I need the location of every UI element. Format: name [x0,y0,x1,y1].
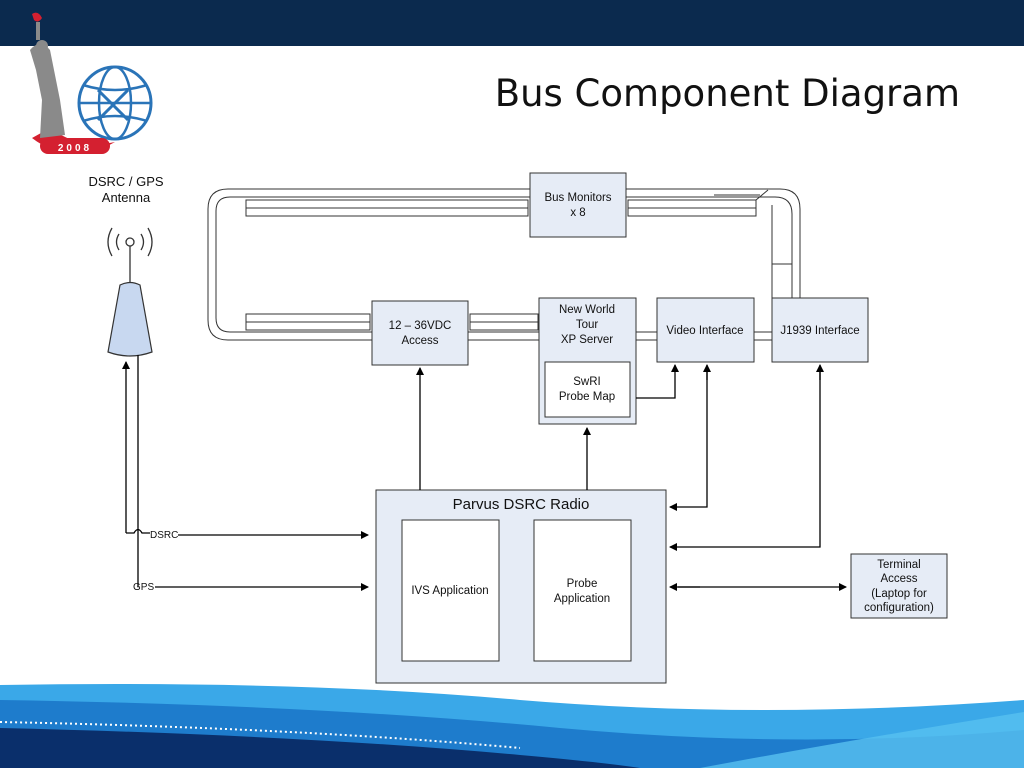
probe-map-line2: Probe Map [559,391,615,403]
terminal-line4: configuration) [864,602,934,614]
antenna-label-line2: Antenna [102,190,151,205]
j1939-interface-box: J1939 Interface [771,297,869,363]
logo-year: 2008 [58,143,92,154]
terminal-line2: Access [880,573,917,585]
wireless-signal-icon [107,227,153,283]
dsrc-signal-label: DSRC [150,530,178,541]
terminal-access-box: Terminal Access (Laptop for configuratio… [850,553,948,619]
bus-monitors-box: Bus Monitors x 8 [529,172,627,238]
header-bar [0,0,1024,46]
bus-component-diagram: DSRC / GPS Antenna Bus Monitors x 8 12 –… [88,172,948,684]
server-line2: Tour [576,319,599,331]
terminal-line1: Terminal [877,559,920,571]
server-line3: XP Server [561,334,613,346]
bus-monitors-line1: Bus Monitors [544,192,611,204]
power-access-box: 12 – 36VDC Access [371,300,469,366]
antenna-group: DSRC / GPS Antenna [88,174,164,357]
bus-monitors-line2: x 8 [570,207,585,219]
gps-signal-label: GPS [133,582,154,593]
probe-application-line2: Application [554,593,610,605]
video-interface-box: Video Interface [656,297,755,363]
antenna-body [107,281,153,357]
antenna-label-line1: DSRC / GPS [88,174,163,189]
terminal-line3: (Laptop for [871,588,927,600]
server-line1: New World [559,304,615,316]
connectors [122,355,847,591]
video-interface-label: Video Interface [666,325,743,337]
conference-logo: 2008 [30,12,153,154]
dsrc-radio-box: Parvus DSRC Radio IVS Application Probe … [375,489,667,684]
probe-application-line1: Probe [567,578,598,590]
dsrc-radio-label: Parvus DSRC Radio [453,496,590,513]
slide-title: Bus Component Diagram [494,72,960,115]
xp-server-box: New World Tour XP Server SwRI Probe Map [538,297,637,425]
ivs-application-label: IVS Application [411,585,488,597]
probe-map-line1: SwRI [573,376,600,388]
power-line2: Access [401,335,438,347]
j1939-interface-label: J1939 Interface [780,325,859,337]
power-line1: 12 – 36VDC [389,320,452,332]
